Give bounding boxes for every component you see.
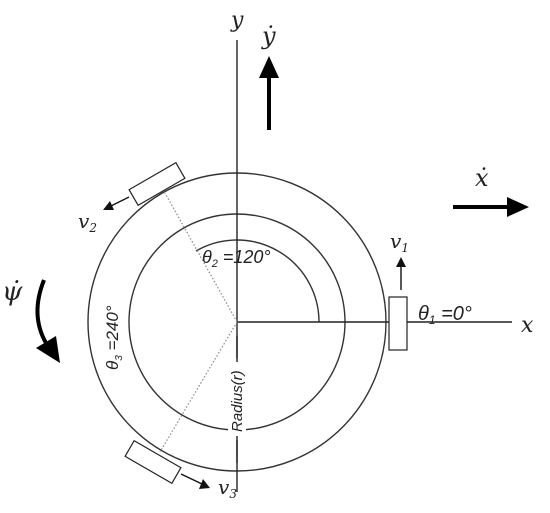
wheel-3 (124, 439, 182, 485)
arrow-v1 (396, 257, 406, 290)
arrow-v3 (180, 473, 210, 489)
theta3-label: θ3 =240° (103, 305, 125, 370)
x-dot-label: ẋ (475, 164, 489, 192)
y-dot-arrow (259, 56, 279, 130)
v1-label: v1 (390, 229, 409, 255)
y-axis-label: y (230, 8, 244, 33)
spoke-wheel2 (164, 192, 238, 323)
psi-dot-arrow (35, 279, 60, 363)
x-axis-label: x (521, 313, 534, 338)
spoke-wheel3 (159, 321, 238, 453)
y-dot-label: ẏ (261, 22, 276, 50)
arrow-v2 (103, 196, 130, 210)
wheel-2 (128, 161, 186, 207)
psi-dot-label: ψ̇ (2, 277, 23, 307)
radius-label-bg (228, 362, 246, 436)
wheel-1 (388, 296, 408, 351)
theta2-arc (195, 239, 320, 323)
radius-label: Radius(r) (229, 370, 246, 432)
x-dot-arrow (453, 197, 529, 217)
v3-label: v3 (218, 475, 237, 501)
v2-label: v2 (78, 209, 97, 235)
theta1-label: θ1 =0° (418, 303, 472, 327)
theta2-label: θ2 =120° (202, 247, 271, 270)
